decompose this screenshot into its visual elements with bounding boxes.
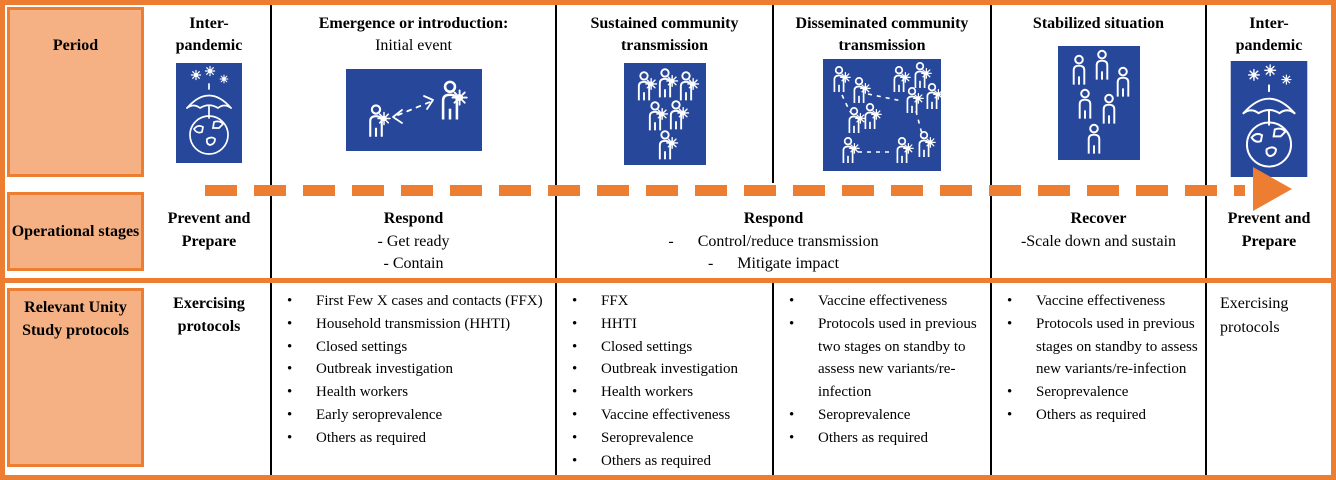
- protocols-row: Relevant Unity Study protocols Exercisin…: [5, 283, 1331, 475]
- stage-detail: - Mitigate impact: [707, 255, 840, 273]
- protocols-cell-sustained: FFX HHTI Closed settings Outbreak invest…: [555, 283, 772, 475]
- protocol-item: Others as required: [992, 404, 1201, 427]
- stage-name: Prevent and Prepare: [1227, 210, 1311, 250]
- protocol-item: Closed settings: [557, 336, 768, 359]
- protocols-cell-disseminated: Vaccine effectiveness Protocols used in …: [772, 283, 990, 475]
- stage-cell-respond-community: Respond - Control/reduce transmission - …: [555, 183, 990, 278]
- stage-cell-prevent-prepare-start: Prevent and Prepare: [148, 183, 270, 278]
- row-header-period-cell: Period: [5, 5, 148, 183]
- timeline-arrow-head: [1253, 167, 1292, 211]
- protocols-cell-inter-pandemic-start: Exercising protocols: [148, 283, 270, 475]
- stage-name: Prevent and Prepare: [167, 210, 251, 250]
- period-cell-emergence: Emergence or introduction: Initial event: [270, 5, 555, 183]
- period-cell-disseminated: Disseminated community transmission: [772, 5, 990, 183]
- protocol-item: FFX: [557, 290, 768, 313]
- operational-row-header: Operational stages: [7, 192, 144, 271]
- timeline-arrow-dashes: [205, 185, 1245, 196]
- period-row-header: Period: [7, 7, 144, 177]
- infected-clusters-icon: [823, 59, 941, 172]
- infected-group-icon: [623, 63, 706, 166]
- operational-row-header-label: Operational stages: [11, 222, 140, 240]
- period-row: Period Inter-pandemic: [5, 5, 1331, 183]
- period-title: Disseminated community transmission: [795, 15, 969, 54]
- row-header-operational-cell: Operational stages: [5, 183, 148, 278]
- stage-detail: - Get ready: [377, 232, 450, 250]
- protocol-item: Seroprevalence: [992, 381, 1201, 404]
- protocol-item: Outbreak investigation: [272, 358, 551, 381]
- stage-cell-recover: Recover -Scale down and sustain: [990, 183, 1205, 278]
- protocol-item: Health workers: [557, 381, 768, 404]
- healthy-group-icon: [1057, 45, 1140, 160]
- protocols-cell-inter-pandemic-end: Exercising protocols: [1205, 283, 1331, 475]
- period-subtitle: Initial event: [375, 36, 452, 54]
- protocols-row-header: Relevant Unity Study protocols: [7, 288, 144, 467]
- period-title: Inter-pandemic: [175, 15, 243, 54]
- exercising-protocols-label: Exercising protocols: [1220, 295, 1289, 336]
- stage-detail: - Contain: [383, 255, 444, 273]
- stage-detail: - Control/reduce transmission: [668, 232, 879, 250]
- exercising-protocols-label: Exercising protocols: [173, 295, 245, 336]
- protocol-item: Outbreak investigation: [557, 358, 768, 381]
- protocol-item: First Few X cases and contacts (FFX): [272, 290, 551, 313]
- protocol-item: HHTI: [557, 313, 768, 336]
- stage-cell-prevent-prepare-end: Prevent and Prepare: [1205, 183, 1331, 278]
- protocol-item: Others as required: [272, 427, 551, 450]
- protocol-item: Early seroprevalence: [272, 404, 551, 427]
- protocol-list: Vaccine effectiveness Protocols used in …: [774, 283, 990, 450]
- protocol-item: Household transmission (HHTI): [272, 313, 551, 336]
- period-title: Sustained community transmission: [590, 15, 739, 54]
- protocol-item: Closed settings: [272, 336, 551, 359]
- protocol-item: Others as required: [774, 427, 986, 450]
- stage-cell-respond-initial: Respond - Get ready - Contain: [270, 183, 555, 278]
- protocol-item: Seroprevalence: [774, 404, 986, 427]
- period-title: Emergence or introduction:: [318, 15, 509, 32]
- protocol-item: Protocols used in previous two stages on…: [774, 313, 986, 404]
- operational-stages-row: Operational stages Prevent and Prepare R…: [5, 183, 1331, 278]
- protocol-list: FFX HHTI Closed settings Outbreak invest…: [557, 283, 772, 472]
- protocols-cell-stabilized: Vaccine effectiveness Protocols used in …: [990, 283, 1205, 475]
- period-title: Stabilized situation: [1032, 15, 1165, 32]
- protocols-cell-emergence: First Few X cases and contacts (FFX) Hou…: [270, 283, 555, 475]
- protocol-item: Seroprevalence: [557, 427, 768, 450]
- protocol-list: First Few X cases and contacts (FFX) Hou…: [272, 283, 555, 450]
- person-to-person-transmission-icon: [345, 69, 482, 152]
- period-row-header-label: Period: [52, 37, 99, 54]
- period-cell-inter-pandemic-start: Inter-pandemic: [148, 5, 270, 183]
- stage-name: Respond: [383, 210, 444, 227]
- protocol-item: Vaccine effectiveness: [992, 290, 1201, 313]
- protocol-item: Vaccine effectiveness: [557, 404, 768, 427]
- protocol-item: Others as required: [557, 450, 768, 473]
- period-cell-stabilized: Stabilized situation: [990, 5, 1205, 183]
- umbrella-globe-virus-icon: [1230, 61, 1308, 178]
- stage-detail: -Scale down and sustain: [1020, 232, 1177, 250]
- protocol-item: Protocols used in previous stages on sta…: [992, 313, 1201, 381]
- row-header-protocols-cell: Relevant Unity Study protocols: [5, 283, 148, 475]
- protocol-item: Vaccine effectiveness: [774, 290, 986, 313]
- period-cell-sustained: Sustained community transmission: [555, 5, 772, 183]
- period-cell-inter-pandemic-end: Inter-pandemic: [1205, 5, 1331, 183]
- period-title: Inter-pandemic: [1235, 15, 1303, 54]
- protocol-list: Vaccine effectiveness Protocols used in …: [992, 283, 1205, 427]
- umbrella-globe-virus-icon: [176, 63, 242, 164]
- protocol-item: Health workers: [272, 381, 551, 404]
- stage-name: Respond: [743, 210, 804, 227]
- protocols-row-header-label: Relevant Unity Study protocols: [22, 299, 129, 340]
- row-divider: [5, 278, 1331, 283]
- stage-name: Recover: [1070, 210, 1127, 227]
